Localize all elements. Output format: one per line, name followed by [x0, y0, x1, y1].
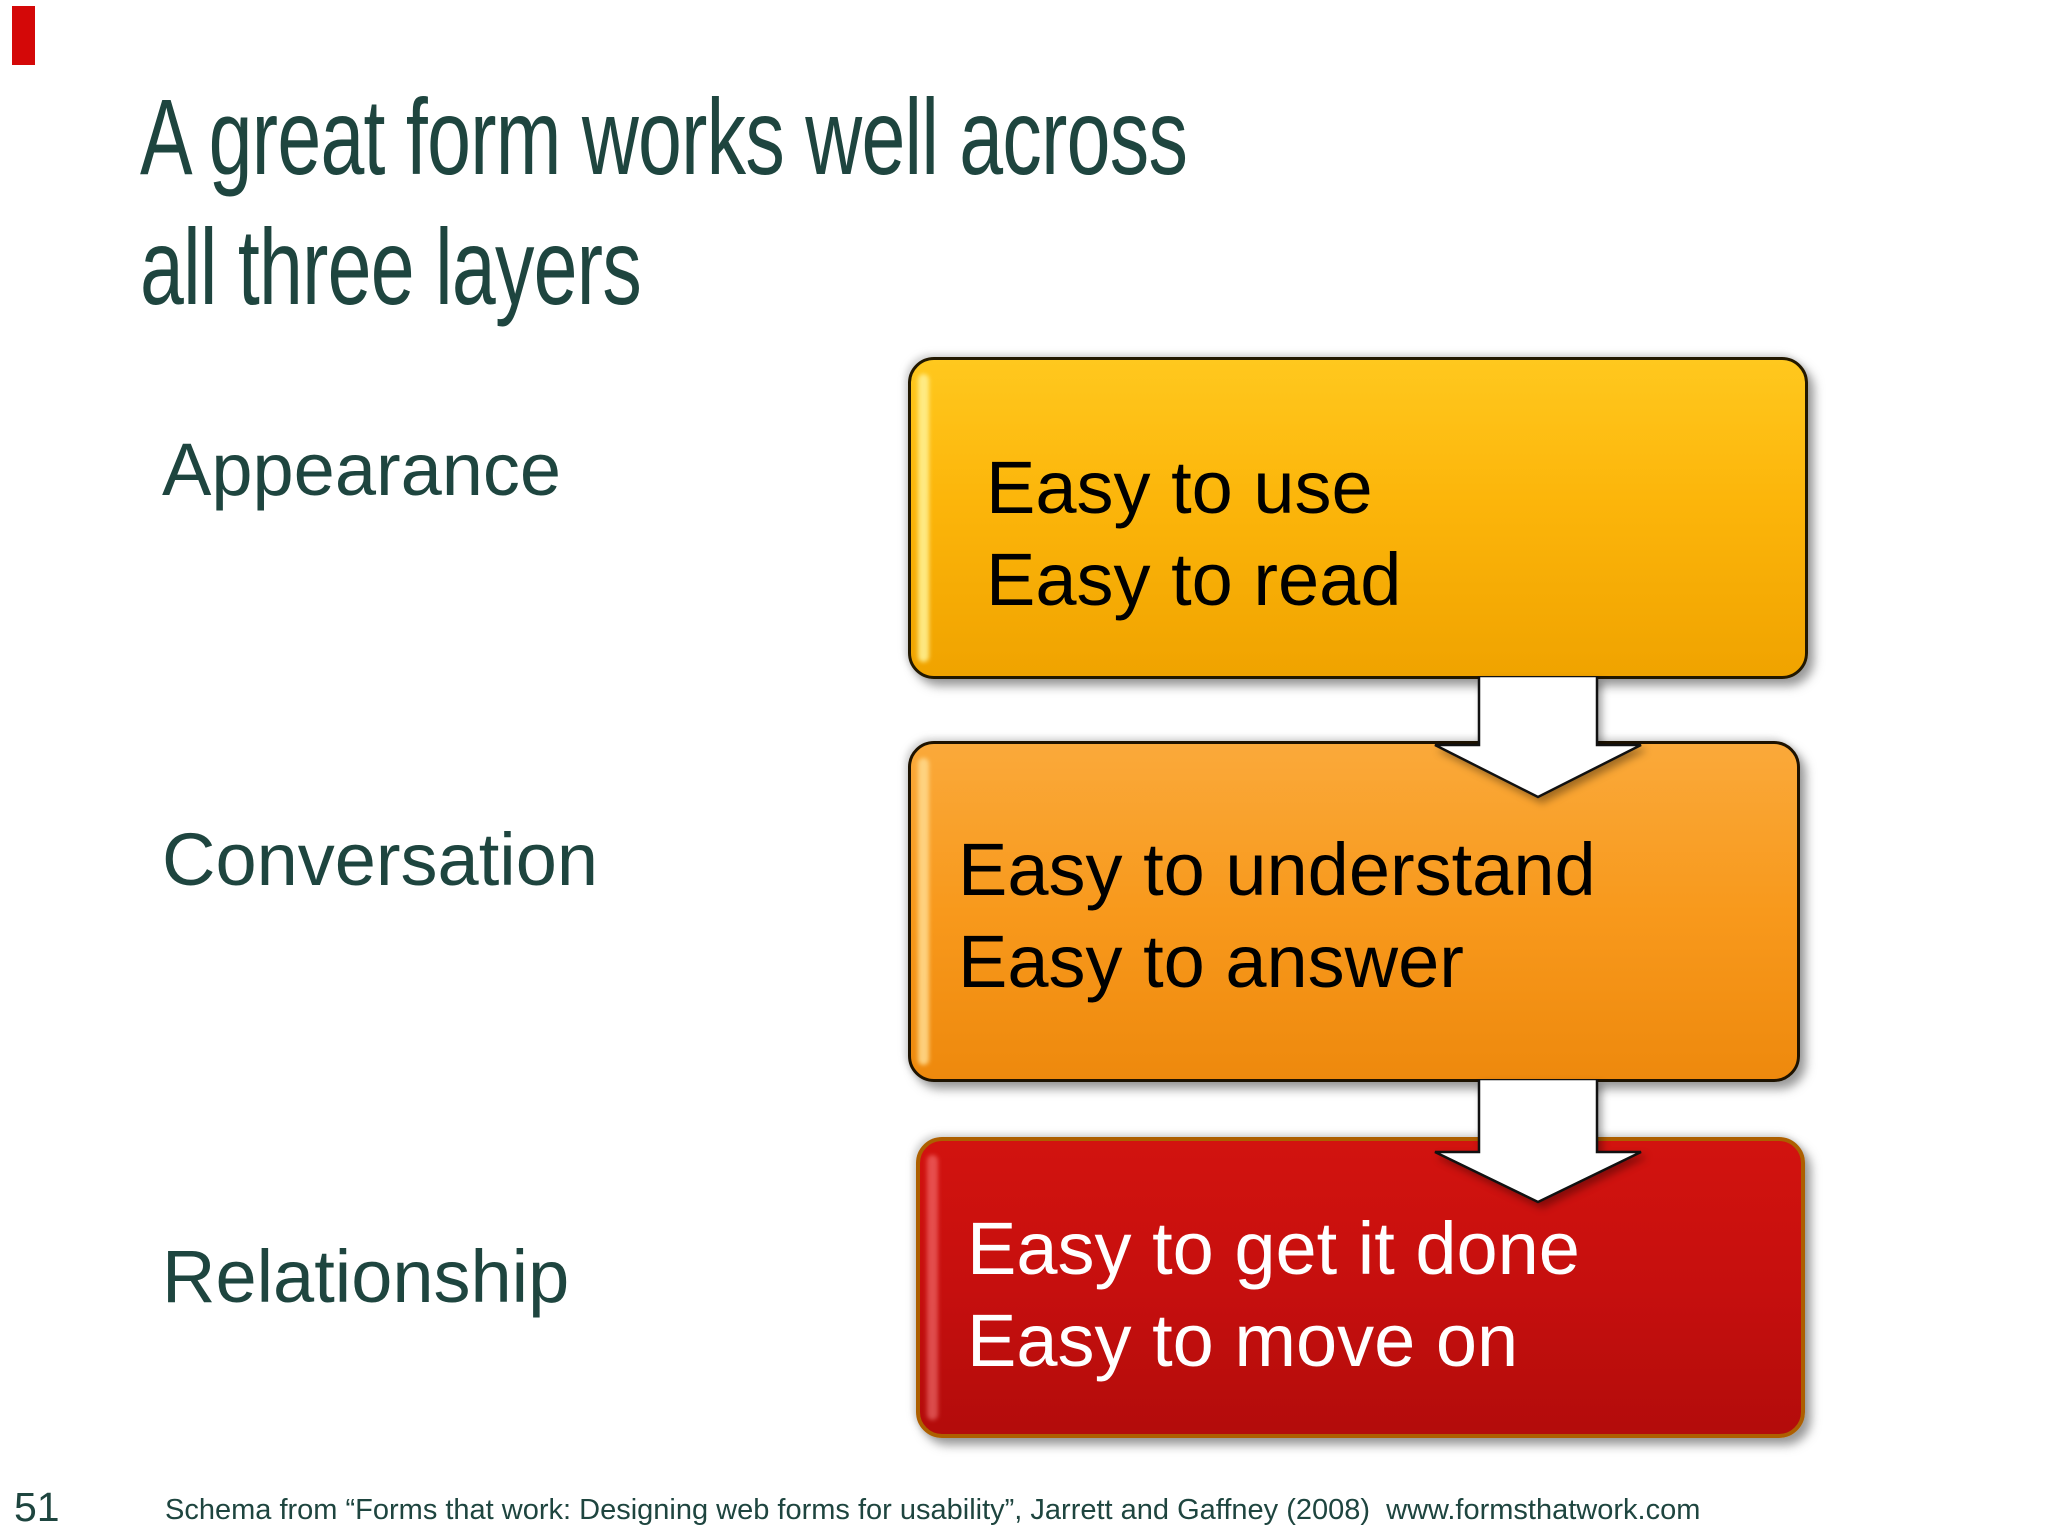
slide-title: A great form works well across all three…: [140, 72, 1188, 332]
conversation-box: Easy to understand Easy to answer: [908, 741, 1800, 1082]
layer-label-relationship: Relationship: [162, 1235, 570, 1318]
relationship-box-line2: Easy to move on: [967, 1299, 1519, 1382]
slide-title-line2: all three layers: [140, 206, 642, 327]
down-arrow-icon: [1434, 1079, 1642, 1204]
layer-label-appearance: Appearance: [162, 428, 562, 511]
conversation-box-line1: Easy to understand: [958, 828, 1596, 911]
citation-text: Schema from “Forms that work: Designing …: [165, 1494, 1701, 1526]
appearance-box-line2: Easy to read: [986, 538, 1402, 621]
appearance-box: Easy to use Easy to read: [908, 357, 1808, 679]
down-arrow-icon: [1434, 676, 1642, 799]
relationship-box: Easy to get it done Easy to move on: [916, 1137, 1805, 1438]
conversation-box-line2: Easy to answer: [958, 920, 1464, 1003]
red-accent-bar: [12, 6, 35, 65]
slide-title-line1: A great form works well across: [140, 76, 1188, 197]
appearance-box-line1: Easy to use: [986, 446, 1373, 529]
relationship-box-line1: Easy to get it done: [967, 1207, 1580, 1290]
layer-label-conversation: Conversation: [162, 818, 599, 901]
page-number: 51: [14, 1484, 60, 1530]
